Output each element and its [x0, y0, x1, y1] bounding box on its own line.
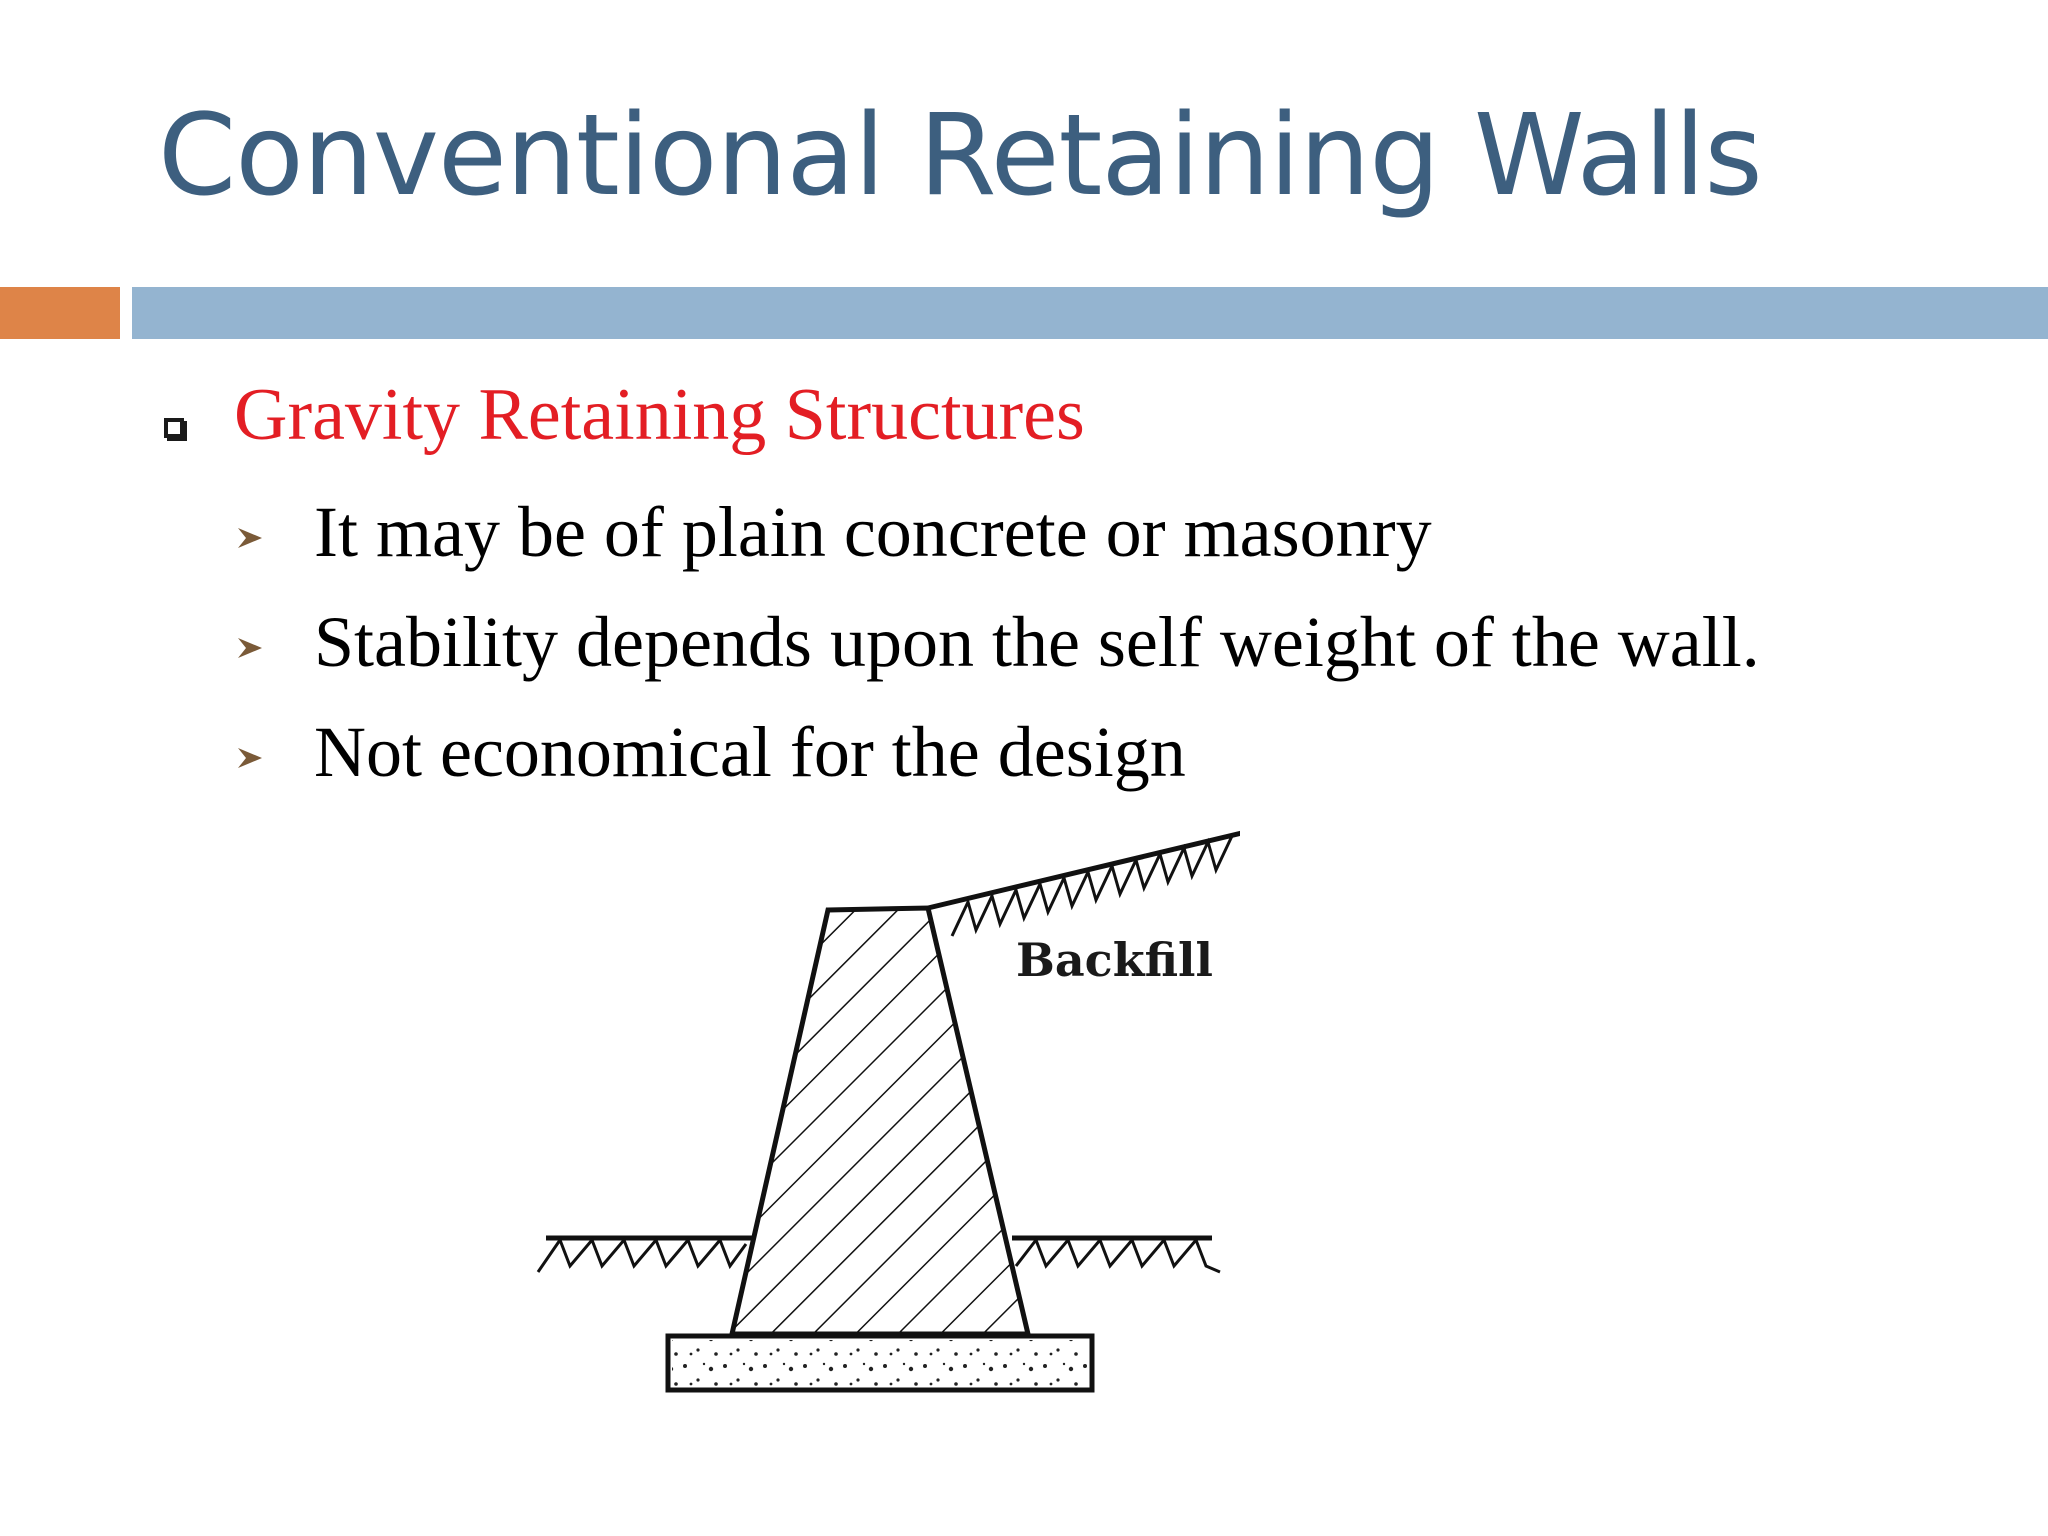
- backfill-surface: [927, 830, 1240, 911]
- slide-title: Conventional Retaining Walls: [158, 91, 1763, 221]
- arrowhead-bullet-icon: [238, 528, 262, 548]
- ground-hatch-right: [1014, 1236, 1221, 1274]
- footing-aggregate: [672, 1340, 1088, 1386]
- bullet-text: Not economical for the design: [314, 712, 1186, 792]
- backfill-label: Backfill: [1016, 933, 1213, 987]
- title-underline-bar: [132, 287, 2048, 339]
- wall-body: [728, 905, 1032, 1337]
- square-bullet-icon: [164, 418, 184, 438]
- accent-bar: [0, 287, 120, 339]
- gravity-wall-diagram: Backfill: [536, 830, 1240, 1393]
- bullet-text: Stability depends upon the self weight o…: [314, 602, 1760, 682]
- arrowhead-bullet-icon: [238, 748, 262, 768]
- ground-hatch-left: [536, 1236, 748, 1273]
- arrowhead-bullet-icon: [238, 638, 262, 658]
- backfill-hatch: [950, 835, 1234, 937]
- heading-text: Gravity Retaining Structures: [234, 374, 1085, 456]
- bullet-text: It may be of plain concrete or masonry: [314, 492, 1432, 572]
